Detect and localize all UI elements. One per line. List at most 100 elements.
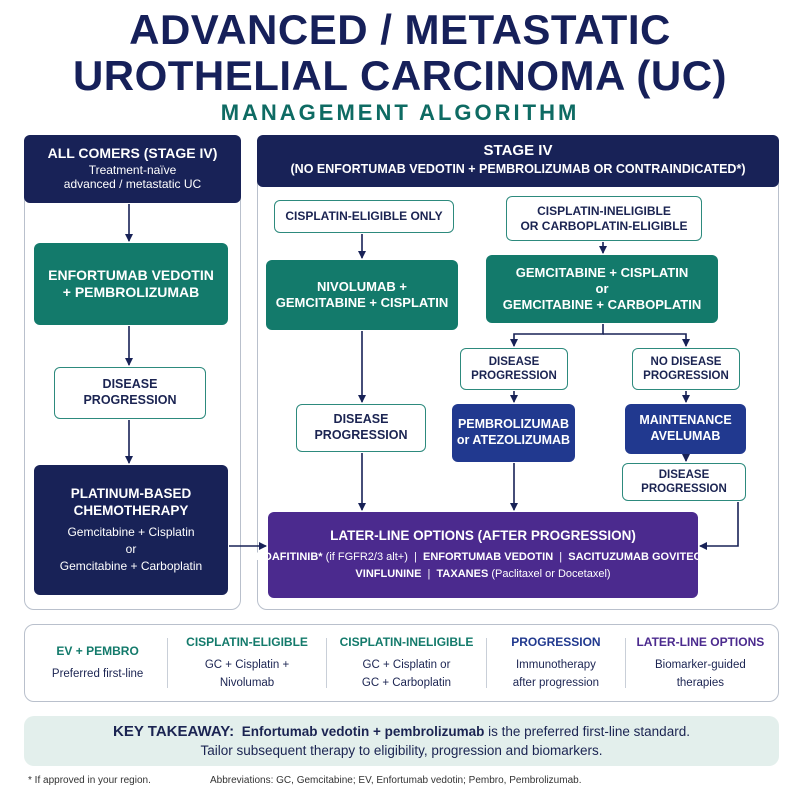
legend-line2: Nivolumab xyxy=(219,677,275,690)
platinum-option-2: Gemcitabine + Carboplatin xyxy=(59,559,203,574)
cisplatin-eligible-node: CISPLATIN-ELIGIBLE ONLY xyxy=(274,200,454,233)
legend-item-later-line: LATER-LINE OPTIONS Biomarker-guided ther… xyxy=(635,633,765,693)
legend-line1: Immunotherapy xyxy=(515,659,596,672)
right-panel-header: STAGE IV (NO ENFORTUMAB VEDOTIN + PEMBRO… xyxy=(257,135,779,187)
platinum-chemo-node: PLATINUM-BASED CHEMOTHERAPY Gemcitabine … xyxy=(34,465,228,595)
later-line-row-2: VINFLUNINE | TAXANES (Paclitaxel or Doce… xyxy=(355,568,610,582)
no-progression-node: NO DISEASE PROGRESSION xyxy=(632,348,740,390)
legend-line1: Preferred first-line xyxy=(51,668,144,681)
maintenance-line1: MAINTENANCE xyxy=(639,413,732,428)
legend-divider xyxy=(485,638,487,688)
gemcitabine-platinum-node: GEMCITABINE + CISPLATIN or GEMCITABINE +… xyxy=(486,255,718,323)
cisplatin-ineligible-node: CISPLATIN-INELIGIBLE OR CARBOPLATIN-ELIG… xyxy=(506,196,702,241)
abbreviations: Abbreviations: GC, Gemcitabine; EV, Enfo… xyxy=(210,775,582,786)
separator: | xyxy=(559,550,563,563)
platinum-option-1: Gemcitabine + Cisplatin xyxy=(67,525,195,540)
no-progression-line2: PROGRESSION xyxy=(643,370,729,382)
legend-line2: GC + Carboplatin xyxy=(361,677,452,690)
legend-item-cisplatin-eligible: CISPLATIN-ELIGIBLE GC + Cisplatin + Nivo… xyxy=(177,633,317,693)
platinum-line1: PLATINUM-BASED xyxy=(70,485,192,501)
separator: | xyxy=(414,550,417,563)
legend-heading: CISPLATIN-INELIGIBLE xyxy=(339,634,474,649)
key-takeaway-box: KEY TAKEAWAY: Enfortumab vedotin + pembr… xyxy=(24,716,779,766)
nivolumab-gc-node: NIVOLUMAB + GEMCITABINE + CISPLATIN xyxy=(266,260,458,330)
progression-node-a: DISEASE PROGRESSION xyxy=(296,404,426,452)
arrow-gemcitabine-to-no-progression xyxy=(603,333,690,347)
cisplatin-eligible-label: CISPLATIN-ELIGIBLE ONLY xyxy=(285,209,443,223)
nivolumab-line2: GEMCITABINE + CISPLATIN xyxy=(275,295,449,310)
maintenance-line2: AVELUMAB xyxy=(650,429,721,443)
legend-heading: PROGRESSION xyxy=(511,634,601,649)
legend-line2: therapies xyxy=(676,677,725,690)
takeaway-line-2: Tailor subsequent therapy to eligibility… xyxy=(200,743,603,758)
left-panel-header: ALL COMERS (STAGE IV) Treatment-naïve ad… xyxy=(24,135,241,203)
gemcitabine-line1: GEMCITABINE + CISPLATIN xyxy=(515,264,689,280)
title-line-2: UROTHELIAL CARCINOMA (UC) xyxy=(72,52,728,99)
legend-divider xyxy=(166,638,168,688)
legend-heading: LATER-LINE OPTIONS xyxy=(636,634,765,649)
gemcitabine-line2: GEMCITABINE + CARBOPLATIN xyxy=(502,297,702,313)
taxanes-note: (Paclitaxel or Docetaxel) xyxy=(488,568,611,581)
progression-node-b: DISEASE PROGRESSION xyxy=(460,348,568,390)
left-progression-line2: PROGRESSION xyxy=(83,393,177,407)
later-line-options-node: LATER-LINE OPTIONS (AFTER PROGRESSION) E… xyxy=(249,512,717,598)
progression-c-line1: DISEASE xyxy=(658,468,710,481)
progression-b-line2: PROGRESSION xyxy=(471,370,557,382)
later-line-row-1: ERDAFITINIB* (if FGFR2/3 alt+) | ENFORTU… xyxy=(249,551,718,565)
ev-pembro-node: ENFORTUMAB VEDOTIN + PEMBROLIZUMAB xyxy=(34,243,228,325)
legend-panel: EV + PEMBRO Preferred first-line CISPLAT… xyxy=(24,624,779,702)
progression-c-line2: PROGRESSION xyxy=(641,483,727,495)
left-progression-line1: DISEASE xyxy=(102,377,158,392)
takeaway-label: KEY TAKEAWAY: xyxy=(113,723,235,740)
later-line-title: LATER-LINE OPTIONS (AFTER PROGRESSION) xyxy=(330,527,636,543)
progression-b-line1: DISEASE xyxy=(488,355,540,368)
platinum-or: or xyxy=(125,542,137,557)
no-progression-line1: NO DISEASE xyxy=(650,355,722,368)
arrow-gemcitabine-to-progression xyxy=(510,324,604,347)
legend-item-cisplatin-ineligible: CISPLATIN-INELIGIBLE GC + Cisplatin or G… xyxy=(336,633,476,693)
erdafitinib-label: ERDAFITINIB* xyxy=(248,550,323,563)
progression-a-line2: PROGRESSION xyxy=(314,428,408,442)
title-line-1: ADVANCED / METASTATIC xyxy=(129,6,671,53)
takeaway-line-1: KEY TAKEAWAY: Enfortumab vedotin + pembr… xyxy=(24,723,779,740)
cisplatin-ineligible-line2: OR CARBOPLATIN-ELIGIBLE xyxy=(520,218,688,233)
subtitle: MANAGEMENT ALGORITHM xyxy=(220,100,580,125)
left-progression-node: DISEASE PROGRESSION xyxy=(54,367,206,419)
sacituzumab-label: SACITUZUMAB GOVITECAN xyxy=(568,550,718,563)
left-header-title: ALL COMERS (STAGE IV) xyxy=(47,145,218,161)
legend-item-ev-pembro: EV + PEMBRO Preferred first-line xyxy=(38,642,158,684)
pembro-atezo-line1: PEMBROLIZUMAB xyxy=(457,417,570,432)
legend-line1: GC + Cisplatin or xyxy=(362,659,451,672)
progression-node-c: DISEASE PROGRESSION xyxy=(622,463,746,501)
legend-heading: CISPLATIN-ELIGIBLE xyxy=(186,634,308,649)
legend-item-progression: PROGRESSION Immunotherapy after progress… xyxy=(496,633,616,693)
pembro-atezo-node: PEMBROLIZUMAB or ATEZOLIZUMAB xyxy=(452,404,575,462)
legend-line1: GC + Cisplatin + xyxy=(204,659,290,672)
ev-pembro-line1: ENFORTUMAB VEDOTIN xyxy=(48,266,214,283)
erdafitinib-note: (if FGFR2/3 alt+) xyxy=(322,550,408,563)
legend-divider xyxy=(326,638,328,688)
legend-line1: Biomarker-guided xyxy=(654,659,746,672)
arrow-maintenance-progression-to-later-line xyxy=(699,502,739,550)
platinum-line2: CHEMOTHERAPY xyxy=(73,502,189,518)
separator: | xyxy=(427,568,431,581)
takeaway-bold-part: Enfortumab vedotin + pembrolizumab xyxy=(241,724,485,739)
left-header-sub1: Treatment-naïve xyxy=(88,163,177,177)
gemcitabine-or: or xyxy=(595,280,609,296)
legend-heading: EV + PEMBRO xyxy=(56,643,139,658)
legend-line2: after progression xyxy=(512,677,600,690)
pembro-atezo-line2: or ATEZOLIZUMAB xyxy=(456,433,571,447)
footnote: * If approved in your region. xyxy=(28,775,151,786)
nivolumab-line1: NIVOLUMAB + xyxy=(317,278,407,294)
cisplatin-ineligible-line1: CISPLATIN-INELIGIBLE xyxy=(537,203,671,218)
takeaway-rest: is the preferred first-line standard. xyxy=(484,724,690,739)
vinflunine-label: VINFLUNINE xyxy=(355,568,422,581)
left-header-sub2: advanced / metastatic UC xyxy=(63,177,202,191)
right-header-title: STAGE IV xyxy=(483,142,553,159)
legend-divider xyxy=(625,638,627,688)
progression-a-line1: DISEASE xyxy=(333,412,389,427)
taxanes-label: TAXANES xyxy=(436,568,489,581)
enfortumab-vedotin-label: ENFORTUMAB VEDOTIN xyxy=(422,550,554,563)
maintenance-avelumab-node: MAINTENANCE AVELUMAB xyxy=(625,404,746,454)
